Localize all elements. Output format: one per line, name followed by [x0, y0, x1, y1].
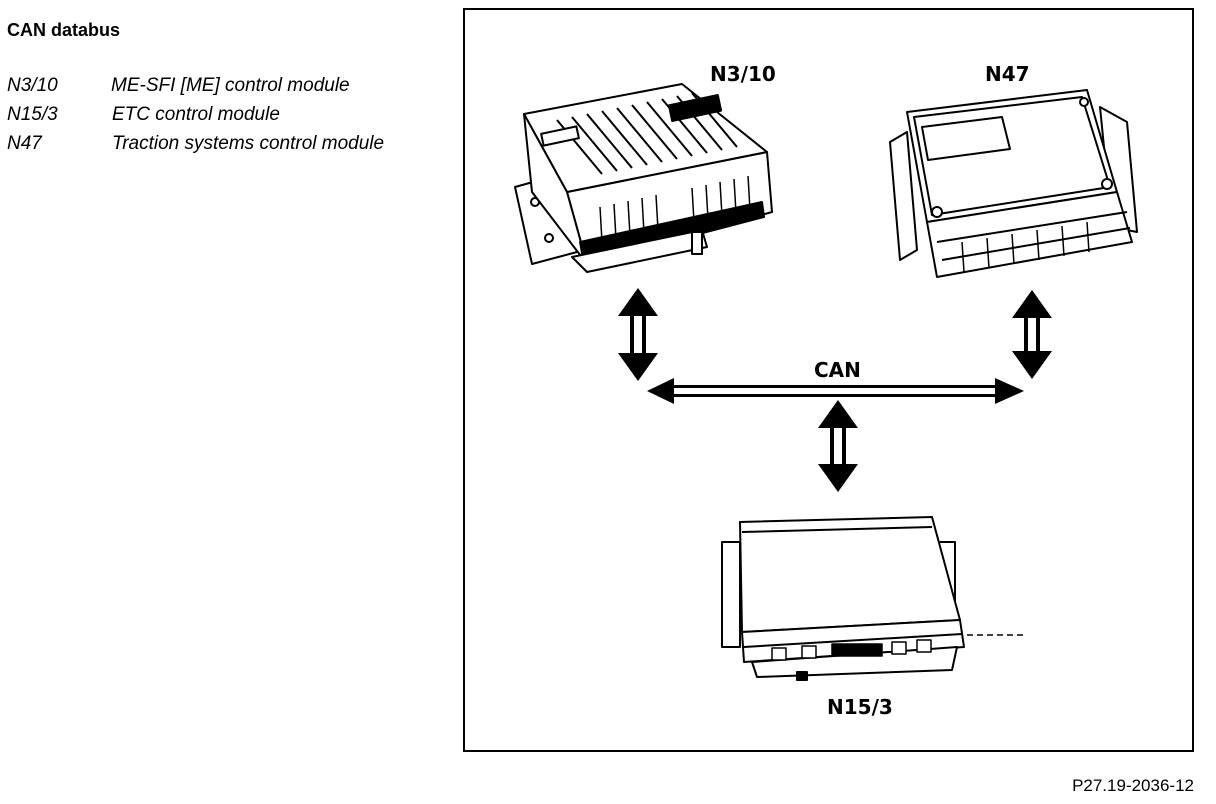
legend-code: N15/3: [7, 104, 58, 125]
n47-label: N47: [985, 62, 1030, 86]
legend-code: N3/10: [7, 75, 58, 96]
can-bus-label: CAN: [814, 358, 861, 382]
n3-10-link-arrow: [618, 288, 658, 381]
can-bus-arrow: [647, 378, 1024, 404]
legend-description: Traction systems control module: [112, 133, 385, 154]
legend-description: ME-SFI [ME] control module: [111, 75, 350, 96]
page-title: CAN databus: [7, 20, 121, 40]
legend-code: N47: [7, 133, 42, 154]
n3-10-label: N3/10: [710, 62, 776, 86]
n15-3-link-arrow: [818, 400, 858, 492]
can-network-diagram: N3/10 N47 CAN N15/3: [514, 62, 1138, 719]
n15-3-label: N15/3: [827, 695, 893, 719]
figure-reference-number: P27.19-2036-12: [1072, 776, 1194, 795]
diagram-frame: N3/10 N47 CAN N15/3: [463, 8, 1194, 752]
n15-3-module-drawing: [721, 516, 965, 681]
n47-module-drawing: [889, 89, 1138, 278]
legend-description: ETC control module: [112, 104, 280, 125]
n47-link-arrow: [1012, 290, 1052, 379]
n3-10-module-drawing: [514, 83, 773, 273]
